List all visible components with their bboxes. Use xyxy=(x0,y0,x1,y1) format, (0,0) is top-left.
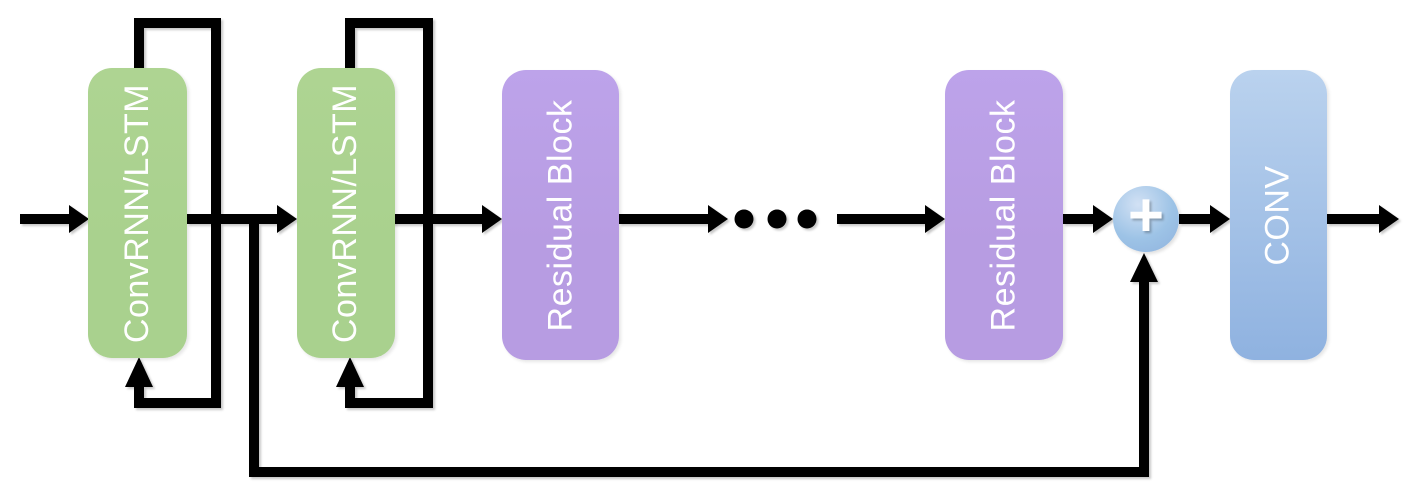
plus-icon: + xyxy=(1127,181,1165,250)
block-residual-2: Residual Block xyxy=(945,70,1063,360)
ellipsis-dot-3 xyxy=(797,209,817,229)
block-residual-1-label: Residual Block xyxy=(541,99,580,331)
output-arrowhead xyxy=(1379,205,1399,233)
block-convrnn-1: ConvRNN/LSTM xyxy=(88,68,187,358)
block-residual-1: Residual Block xyxy=(502,70,619,360)
arrow-residual1-ellipsis-head xyxy=(708,205,728,233)
arrow-convrnn1-convrnn2-head xyxy=(277,205,297,233)
ellipsis-dot-2 xyxy=(767,209,787,229)
recurrent-loop-2 xyxy=(345,18,433,408)
ellipsis-dots xyxy=(734,209,817,229)
block-residual-2-label: Residual Block xyxy=(984,99,1023,331)
arrow-residual2-sum-head xyxy=(1093,205,1113,233)
recurrent-loop-1-arrowhead xyxy=(125,357,153,387)
skip-connection-arrowhead xyxy=(1130,253,1158,282)
arrow-sum-conv-head xyxy=(1210,205,1230,233)
skip-connection xyxy=(249,219,1149,477)
block-convrnn-2-label: ConvRNN/LSTM xyxy=(326,83,365,343)
recurrent-loop-2-arrowhead xyxy=(336,357,364,387)
arrow-ellipsis-residual2-head xyxy=(925,205,945,233)
ellipsis-dot-1 xyxy=(734,209,754,229)
block-conv-label: CONV xyxy=(1259,164,1298,266)
input-arrowhead xyxy=(69,205,89,233)
block-convrnn-1-label: ConvRNN/LSTM xyxy=(118,83,157,343)
recurrent-loop-1 xyxy=(134,18,221,408)
sum-node: + xyxy=(1113,181,1179,252)
arrow-convrnn2-residual1-head xyxy=(482,205,502,233)
block-conv: CONV xyxy=(1230,70,1327,360)
block-convrnn-2: ConvRNN/LSTM xyxy=(297,68,395,358)
